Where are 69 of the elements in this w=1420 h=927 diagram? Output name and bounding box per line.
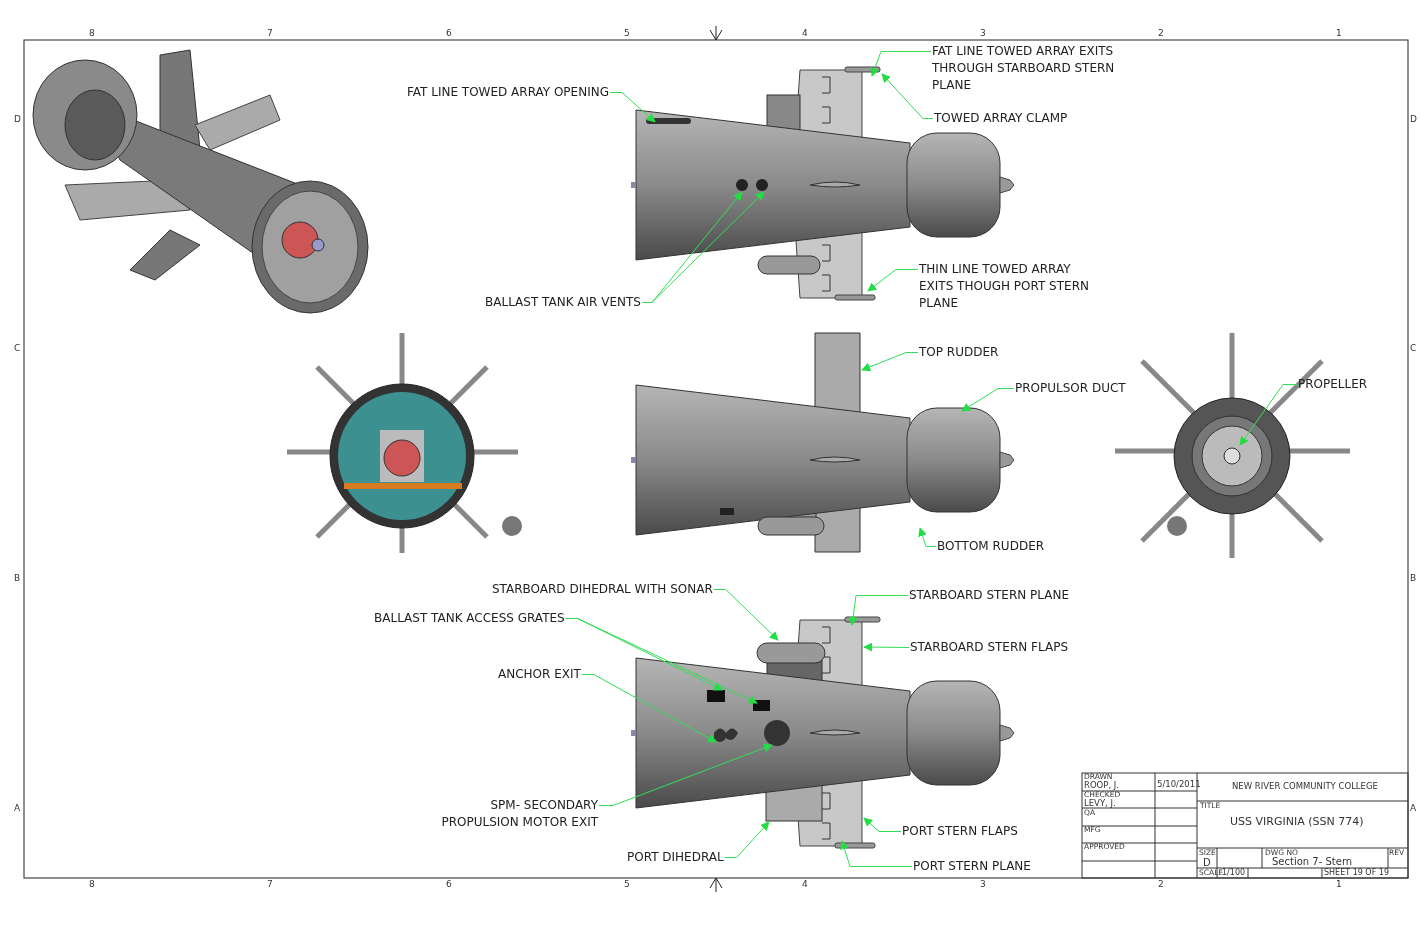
- zone-marker: B: [1410, 574, 1417, 584]
- leader-line: [867, 269, 919, 292]
- leader-line: [861, 352, 919, 372]
- zone-marker: 4: [802, 880, 808, 890]
- size-value: D: [1203, 857, 1211, 868]
- callout-label: BALLAST TANK AIR VENTS: [485, 294, 641, 311]
- leader-line: [863, 642, 910, 652]
- leader-line: [961, 388, 1015, 412]
- leader-line: [1239, 384, 1298, 446]
- leader-line: [581, 674, 717, 743]
- zone-marker: A: [14, 804, 21, 814]
- leader-line: [840, 840, 913, 867]
- zone-marker: 6: [446, 29, 452, 39]
- callout-label: STARBOARD DIHEDRAL WITH SONAR: [492, 581, 713, 598]
- zone-marker: 3: [980, 29, 986, 39]
- leader-line: [713, 589, 779, 641]
- zone-marker: 4: [802, 29, 808, 39]
- callout-label: TOWED ARRAY CLAMP: [934, 110, 1068, 127]
- leader-line: [918, 527, 937, 547]
- callout-label: SPM- SECONDARY PROPULSION MOTOR EXIT: [410, 797, 598, 831]
- zone-marker: 8: [89, 29, 95, 39]
- leader-line: [609, 92, 656, 123]
- scale-value: 1/100: [1222, 869, 1246, 878]
- zone-marker: 3: [980, 880, 986, 890]
- zone-marker: C: [14, 344, 21, 354]
- leader-line: [863, 817, 902, 832]
- callout-label: THIN LINE TOWED ARRAY EXITS THOUGH PORT STERN PLANE: [919, 261, 1104, 312]
- leader-line: [641, 191, 765, 303]
- zone-marker: 2: [1158, 880, 1164, 890]
- callout-label: STARBOARD STERN FLAPS: [910, 639, 1068, 656]
- zone-marker: 1: [1336, 880, 1342, 890]
- zone-marker: D: [14, 115, 21, 125]
- zone-marker: 8: [89, 880, 95, 890]
- zone-marker: 7: [267, 29, 273, 39]
- leader-line: [598, 743, 773, 806]
- leader-line: [870, 51, 932, 77]
- zone-marker: 1: [1336, 29, 1342, 39]
- drawing-title: USS VIRGINIA (SSN 774): [1230, 816, 1364, 829]
- zone-marker: 7: [267, 880, 273, 890]
- zone-marker: 5: [624, 29, 630, 39]
- leader-line: [724, 821, 770, 858]
- name-text: LEVY, J.: [1084, 799, 1116, 809]
- name-text: ROOP, J.: [1084, 781, 1120, 791]
- callout-label: PROPULSOR DUCT: [1015, 380, 1126, 397]
- callout-label: BOTTOM RUDDER: [937, 538, 1045, 555]
- callout-label: STARBOARD STERN PLANE: [909, 587, 1070, 604]
- callout-label: PORT DIHEDRAL: [627, 849, 724, 866]
- zone-marker: 2: [1158, 29, 1164, 39]
- date-text: 5/10/2011: [1157, 780, 1201, 790]
- zone-marker: D: [1410, 115, 1417, 125]
- zone-marker: 5: [624, 880, 630, 890]
- callout-label: PORT STERN PLANE: [913, 858, 1031, 875]
- zone-marker: 6: [446, 880, 452, 890]
- drawing-number: Section 7- Stern: [1272, 856, 1353, 867]
- callout-label: FAT LINE TOWED ARRAY OPENING: [407, 84, 609, 101]
- zone-marker: C: [1410, 344, 1417, 354]
- leader-line: [565, 618, 758, 704]
- callout-label: BALLAST TANK ACCESS GRATES: [374, 610, 565, 627]
- zone-marker: B: [14, 574, 21, 584]
- sheet-number: SHEET 19 OF 19: [1324, 869, 1389, 878]
- zone-marker: A: [1410, 804, 1417, 814]
- school-name: NEW RIVER COMMUNITY COLLEGE: [1232, 782, 1378, 792]
- callout-label: ANCHOR EXIT: [498, 666, 581, 683]
- leader-line: [881, 73, 934, 119]
- callout-label: PROPELLER: [1298, 376, 1368, 393]
- leader-line: [848, 595, 909, 626]
- callout-label: FAT LINE TOWED ARRAY EXITS THROUGH STARBOARD STERN PLANE: [932, 43, 1137, 94]
- callout-label: PORT STERN FLAPS: [902, 823, 1018, 840]
- callout-label: TOP RUDDER: [919, 344, 999, 361]
